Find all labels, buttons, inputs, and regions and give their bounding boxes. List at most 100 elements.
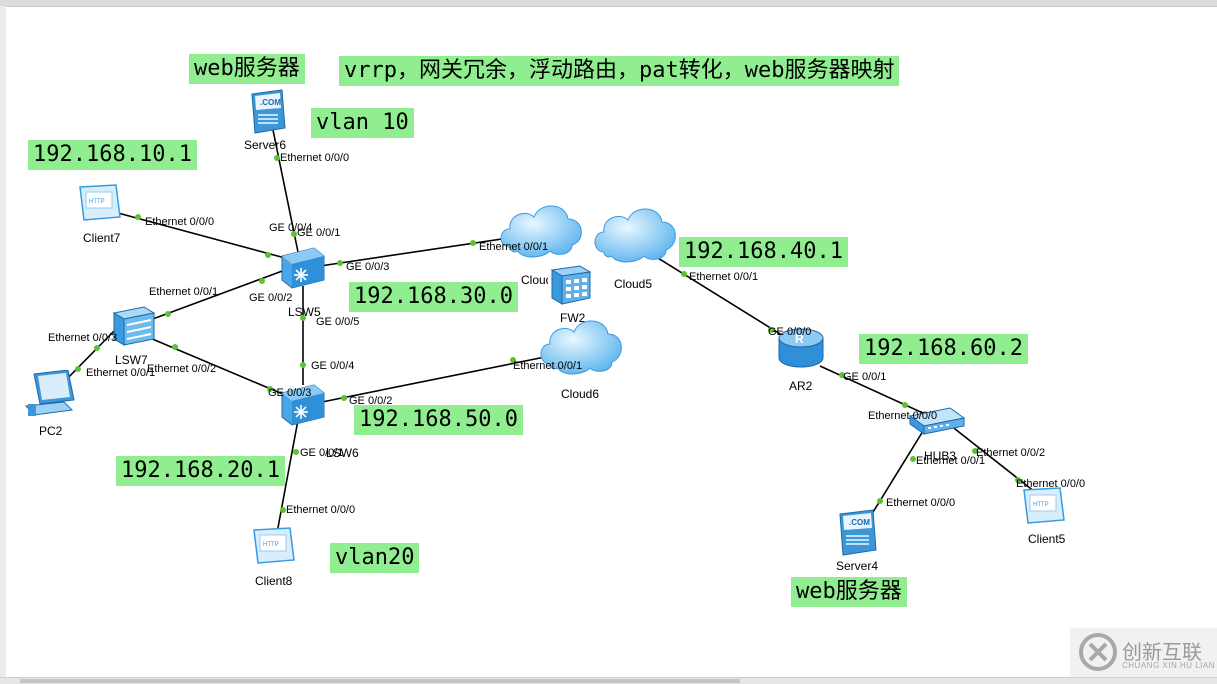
window-top-border [0,0,1217,7]
client8-device[interactable]: HTTP [250,526,298,566]
port-dot [337,260,343,266]
link-lsw6-cloud6 [321,353,561,403]
pc2-device[interactable] [24,369,80,420]
svg-text:.COM: .COM [849,518,870,527]
port-label: Ethernet 0/0/0 [286,504,356,516]
port-label: Ethernet 0/0/0 [868,410,938,422]
client5-device[interactable]: HTTP [1020,486,1068,526]
port-label: GE 0/0/0 [768,326,812,338]
ip-50-0-note: 192.168.50.0 [354,405,523,435]
server-icon: .COM [839,509,877,556]
port-dot [877,498,883,504]
port-label: GE 0/0/1 [297,227,341,239]
hub3-label: HUB3 [924,449,957,463]
client8-label: Client8 [255,574,293,588]
port-label: GE 0/0/2 [249,292,293,304]
port-label: GE 0/0/3 [268,387,312,399]
port-label: Ethernet 0/0/1 [479,241,549,253]
watermark-subtext: CHUANG XIN HU LIAN [1122,661,1216,670]
port-label: Ethernet 0/0/1 [689,271,759,283]
ar2-device[interactable]: R [776,326,826,370]
fw2-device[interactable] [548,264,594,306]
server4-device[interactable]: .COM [837,508,879,556]
watermark-text: 创新互联 [1122,640,1202,664]
port-label: GE 0/0/4 [311,360,355,372]
port-label: GE 0/0/1 [843,371,887,383]
router-icon: R [778,328,824,368]
switch-icon [281,247,325,289]
port-label: Ethernet 0/0/1 [86,367,156,379]
lsw5-device[interactable] [280,246,326,290]
port-dot [274,155,280,161]
port-label: GE 0/0/3 [346,261,390,273]
cloud6-label: Cloud6 [561,387,600,401]
cloud5-device[interactable] [590,198,680,268]
server6-label: Server6 [244,138,287,152]
port-label: GE 0/0/1 [300,447,344,459]
port-label: Ethernet 0/0/0 [145,216,215,228]
pc2-label: PC2 [39,424,63,438]
lsw7-label: LSW7 [115,353,148,367]
server6-device[interactable]: .COM [249,88,287,134]
switch-icon [281,384,325,426]
port-dot [172,344,178,350]
port-dot [510,357,516,363]
port-dot [300,315,306,321]
horizontal-scrollbar[interactable] [0,677,1217,684]
port-dot [75,366,81,372]
http-client-icon: HTTP [1023,487,1065,524]
window-left-border [0,6,6,677]
client5-label: Client5 [1028,532,1066,546]
port-dot [267,386,273,392]
port-label: Ethernet 0/0/2 [147,363,217,375]
port-dot [910,456,916,462]
link-lsw5-cloud4 [319,236,516,267]
svg-text:HTTP: HTTP [263,542,279,548]
switch-stack-icon [112,306,156,346]
http-client-icon: HTTP [79,184,121,221]
firewall-icon [548,264,594,306]
link-client7-lsw5 [117,212,286,259]
cloud4-device[interactable] [496,195,586,263]
ip-60-2-note: 192.168.60.2 [859,334,1028,364]
lsw7-device[interactable] [110,305,158,351]
link-lsw6-client8 [276,419,299,534]
port-dot [1015,477,1021,483]
port-dot [341,395,347,401]
cloud5-label: Cloud5 [614,277,653,291]
port-label: Ethernet 0/0/1 [149,286,219,298]
svg-text:HTTP: HTTP [1033,502,1049,508]
ip-10-1-note: 192.168.10.1 [28,140,197,170]
brand-watermark: 创新互联 CHUANG XIN HU LIAN [1070,628,1217,677]
scrollbar-thumb[interactable] [20,679,740,683]
cloud-icon [500,205,582,258]
port-dot [165,311,171,317]
hub3-device[interactable] [908,406,966,436]
port-dot [681,271,687,277]
port-label: GE 0/0/4 [269,222,313,234]
lsw6-device[interactable] [280,383,326,427]
port-label: GE 0/0/2 [349,395,393,407]
server4-label: Server4 [836,559,879,573]
ip-20-1-note: 192.168.20.1 [116,456,285,486]
port-dot [768,327,774,333]
port-dot [94,345,100,351]
svg-text:.COM: .COM [260,98,281,107]
server-icon: .COM [251,89,286,134]
svg-text:HTTP: HTTP [89,199,105,205]
port-dot [293,449,299,455]
port-label: GE 0/0/5 [316,316,360,328]
port-label: Ethernet 0/0/1 [916,455,986,467]
client7-label: Client7 [83,231,121,245]
client7-device[interactable]: HTTP [76,183,124,223]
lsw6-label: LSW6 [326,446,359,460]
cloud6-device[interactable] [536,310,626,380]
hub-icon [908,407,966,435]
cloud-icon [594,208,676,263]
lsw5-label: LSW5 [288,305,321,319]
http-client-icon: HTTP [253,527,295,564]
port-dot [280,507,286,513]
web-server-note-bottom: web服务器 [791,577,907,607]
web-server-note-top: web服务器 [189,54,305,84]
